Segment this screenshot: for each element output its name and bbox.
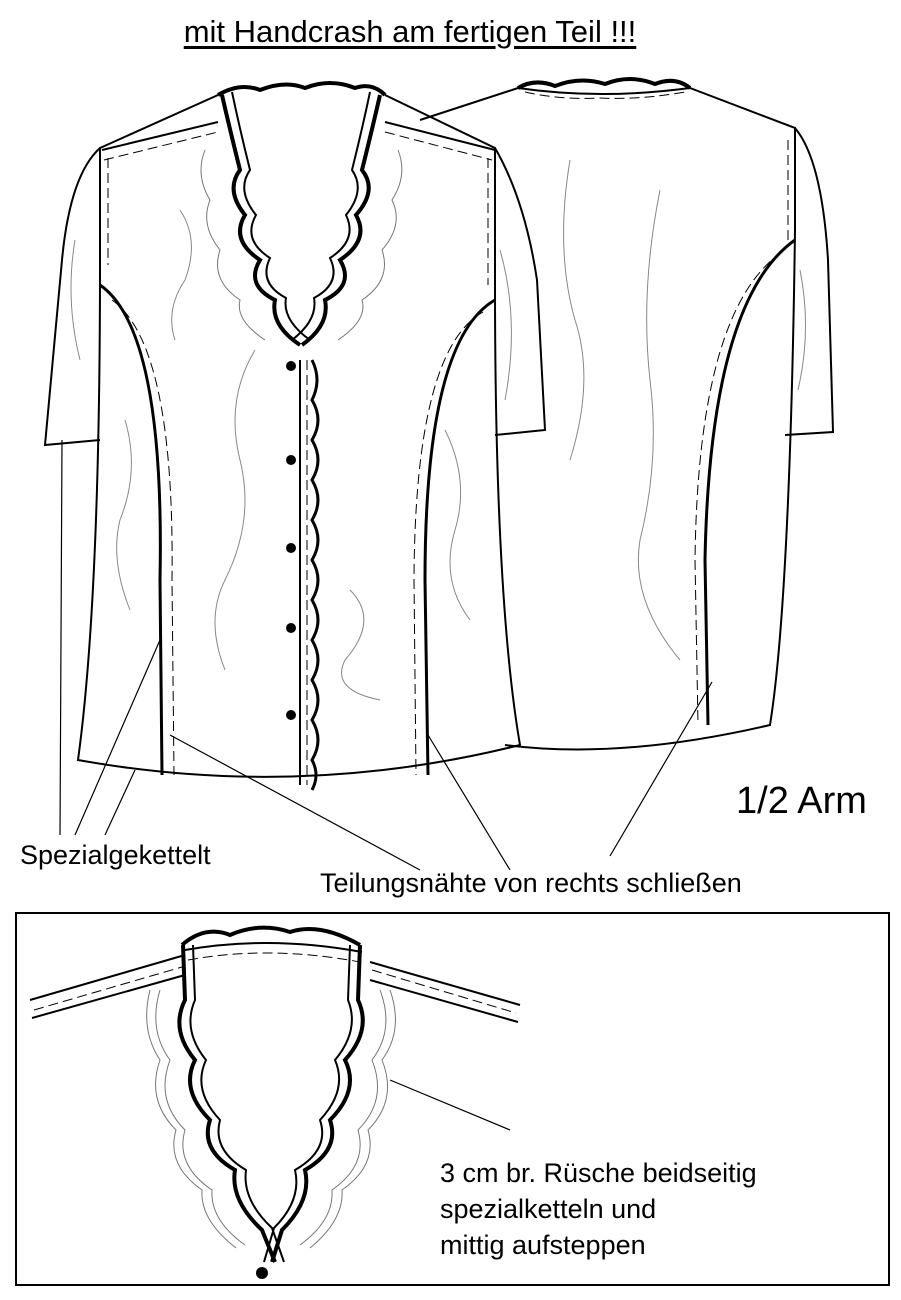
- front-ruffle-right: [300, 94, 382, 347]
- front-placket-ruffle: [310, 359, 320, 791]
- front-princess-seam-right: [423, 298, 496, 776]
- front-buttons: [286, 361, 296, 720]
- front-princess-seam-left: [99, 283, 164, 776]
- detail-view: [29, 925, 521, 1279]
- page-title: mit Handcrash am fertigen Teil !!!: [183, 14, 637, 49]
- button-dot: [286, 623, 296, 633]
- detail-frame: [15, 912, 890, 1286]
- detail-note-line-1: 3 cm br. Rüsche beidseitig: [440, 1158, 757, 1188]
- back-body-outline: [419, 86, 796, 751]
- button-dot: [286, 543, 296, 553]
- detail-shoulder-left: [29, 954, 186, 1001]
- button-dot: [286, 455, 296, 465]
- front-right-sleeve: [494, 147, 547, 436]
- detail-ruffle-left: [177, 944, 277, 1263]
- teilungsnaehte-label: Teilungsnähte von rechts schließen: [320, 868, 742, 898]
- detail-note-line-2: spezialketteln und: [440, 1194, 657, 1224]
- button-dot: [286, 361, 296, 371]
- back-princess-seam: [703, 238, 796, 726]
- front-left-sleeve: [43, 147, 101, 447]
- front-view: [43, 81, 547, 791]
- detail-button-dot: [256, 1267, 268, 1279]
- leader-lines: [59, 439, 713, 871]
- detail-shoulder-right: [369, 961, 521, 1006]
- button-dot: [286, 710, 296, 720]
- detail-note-line-3: mittig aufsteppen: [440, 1230, 646, 1260]
- front-body-outline: [76, 94, 522, 778]
- sleeve-length-label: 1/2 Arm: [736, 780, 867, 822]
- back-view: [419, 77, 835, 751]
- spezialgekettelt-label: Spezialgekettelt: [20, 840, 211, 870]
- back-right-sleeve: [784, 127, 835, 436]
- detail-ruffle-right: [270, 944, 365, 1263]
- front-ruffle-left: [220, 94, 302, 347]
